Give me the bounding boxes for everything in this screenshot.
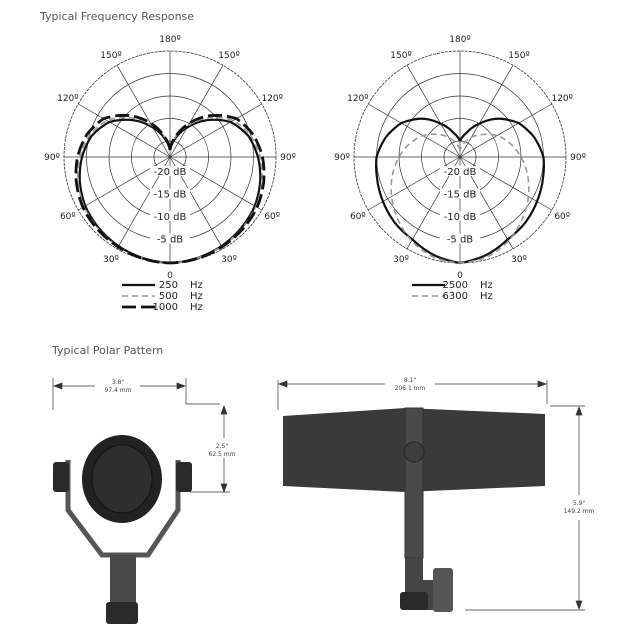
spoke xyxy=(78,156,171,211)
spoke xyxy=(78,103,171,158)
ring-label-bg xyxy=(440,233,480,244)
legend-unit: Hz xyxy=(190,280,203,291)
angle-label: 90º xyxy=(570,153,586,163)
ring-label: -15 dB xyxy=(444,190,477,201)
legend-unit: Hz xyxy=(190,302,203,313)
angle-label: 90º xyxy=(334,153,350,163)
side-width-mm: 206.1 mm xyxy=(395,385,426,392)
series-curve-6300hz xyxy=(390,133,530,264)
angle-label: 30º xyxy=(393,255,409,265)
angle-label: 60º xyxy=(350,212,366,222)
angle-label: 0 xyxy=(457,271,463,281)
front-height-mm: 62.5 mm xyxy=(209,451,236,458)
ring-label: -5 dB xyxy=(447,235,473,246)
polar-pattern-title: Typical Polar Pattern xyxy=(52,344,164,357)
front-height-dimension xyxy=(190,405,230,493)
angle-label: 30º xyxy=(103,255,119,265)
pivot-knob xyxy=(403,441,425,463)
clamp-block xyxy=(433,568,453,612)
angle-label: 150º xyxy=(508,51,529,61)
angle-label: 120º xyxy=(57,94,78,104)
side-width-dimension xyxy=(277,380,548,410)
ring-label: -20 dB xyxy=(444,167,477,178)
mount-arm xyxy=(404,407,424,559)
frequency-response-title: Typical Frequency Response xyxy=(40,10,195,23)
angle-label: 90º xyxy=(280,153,296,163)
polar-plot-high-freq: 0 30º 30º 60º 60º 90º 90º 120º 120º 150º 150º 180º -… xyxy=(334,35,586,302)
front-height-inches: 2.5" xyxy=(216,443,229,450)
angle-label: 30º xyxy=(511,255,527,265)
angle-label: 150º xyxy=(218,51,239,61)
ring-label: -15 dB xyxy=(154,190,187,201)
spoke xyxy=(459,156,552,211)
spoke xyxy=(459,65,514,158)
angle-label: 120º xyxy=(347,94,368,104)
right-knob xyxy=(176,462,192,492)
spoke xyxy=(169,65,224,158)
front-width-dimension xyxy=(52,378,220,410)
legend-label: 6300 xyxy=(443,291,468,302)
angle-label: 120º xyxy=(551,94,572,104)
clamp-knob xyxy=(400,592,428,610)
ring-label: -5 dB xyxy=(157,235,183,246)
legend-unit: Hz xyxy=(480,291,493,302)
spoke xyxy=(459,103,552,158)
side-width-inches: 8.1" xyxy=(404,377,417,384)
ring-label: -10 dB xyxy=(444,212,477,223)
mic-side-view: 8.1" 206.1 mm 5.9" 149.2 mm xyxy=(277,377,595,612)
angle-label: 30º xyxy=(221,255,237,265)
mic-face xyxy=(91,444,153,514)
ring-label-bg xyxy=(150,211,190,221)
mic-front-view: 3.8" 97.4 mm 2.5" 62.5 mm xyxy=(52,378,236,624)
spoke xyxy=(368,156,461,211)
angle-label: 60º xyxy=(60,212,76,222)
series-curve-1000hz xyxy=(74,113,266,265)
side-height-mm: 149.2 mm xyxy=(564,508,595,515)
ring-label: -10 dB xyxy=(154,212,187,223)
angle-label: 60º xyxy=(554,212,570,222)
legend-label: 2500 xyxy=(443,280,468,291)
spoke xyxy=(116,65,171,158)
left-knob xyxy=(53,462,69,492)
front-width-inches: 3.8" xyxy=(112,379,125,386)
spoke xyxy=(368,103,461,158)
angle-label: 90º xyxy=(44,153,60,163)
ring-label-bg xyxy=(440,166,480,176)
angle-label: 120º xyxy=(261,94,282,104)
spoke xyxy=(169,103,262,158)
legend-label: 1000 xyxy=(153,302,178,313)
front-width-mm: 97.4 mm xyxy=(105,387,132,394)
ring-label-bg xyxy=(150,188,190,199)
side-height-dimension xyxy=(465,405,585,611)
angle-label: 180º xyxy=(159,35,180,45)
legend-unit: Hz xyxy=(480,280,493,291)
angle-label: 180º xyxy=(449,35,470,45)
spoke xyxy=(169,156,262,211)
angle-label: 0 xyxy=(167,271,173,281)
legend-label: 500 xyxy=(159,291,178,302)
angle-label: 60º xyxy=(264,212,280,222)
spoke xyxy=(406,65,461,158)
ring-label-bg xyxy=(440,211,480,221)
angle-label: 150º xyxy=(390,51,411,61)
ring-label: -20 dB xyxy=(154,167,187,178)
angle-label: 150º xyxy=(100,51,121,61)
side-height-inches: 5.9" xyxy=(573,500,586,507)
ring-label-bg xyxy=(150,166,190,176)
legend-label: 250 xyxy=(159,280,178,291)
ring-label-bg xyxy=(150,233,190,244)
stand-knob xyxy=(106,602,138,624)
ring-label-bg xyxy=(440,188,480,199)
legend-unit: Hz xyxy=(190,291,203,302)
polar-plot-low-freq: 0 30º 30º 60º 60º 90º 90º 120º 120º 150º 150º 180º -… xyxy=(44,35,296,313)
